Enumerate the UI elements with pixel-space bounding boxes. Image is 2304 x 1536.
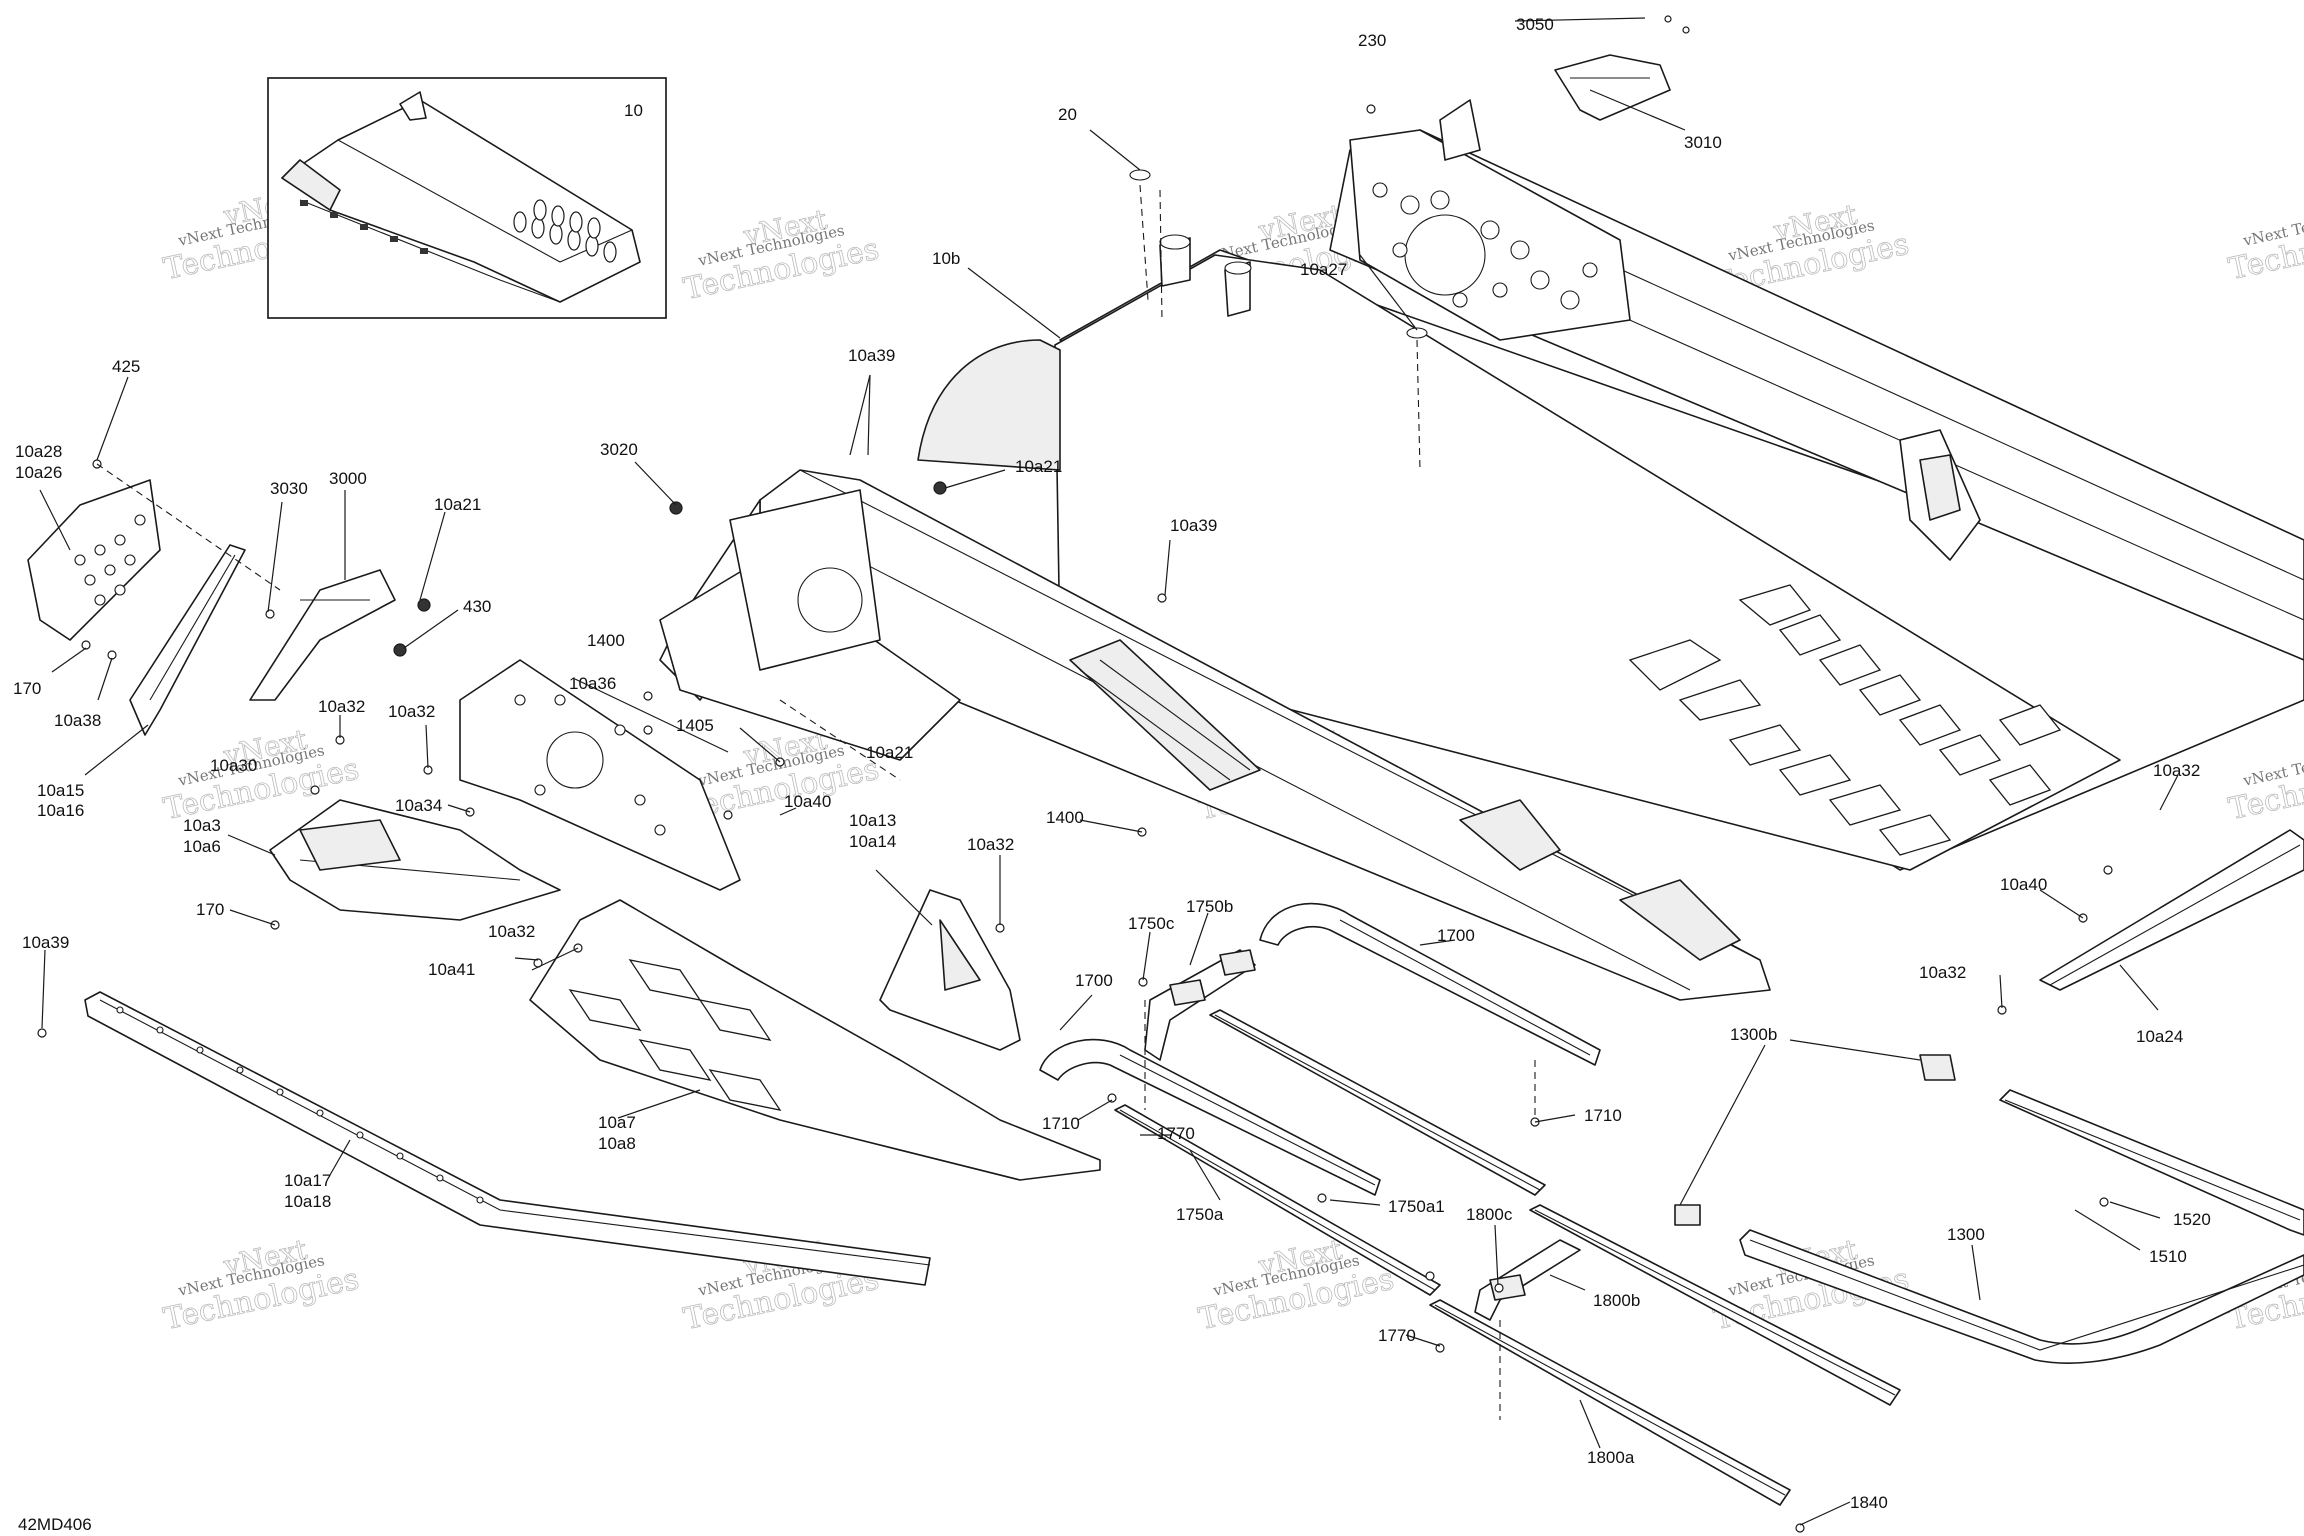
callout-170: 170 — [13, 679, 41, 698]
callout-10a32: 10a32 — [2153, 761, 2200, 780]
callout-10a8: 10a8 — [598, 1134, 636, 1153]
callout-1710: 1710 — [1042, 1114, 1080, 1133]
callout-10a41: 10a41 — [428, 960, 475, 979]
callout-1800b: 1800b — [1593, 1291, 1640, 1310]
callout-10a15: 10a15 — [37, 781, 84, 800]
watermark: vNext Technologies Technologies — [2225, 201, 2304, 287]
callout-10a14: 10a14 — [849, 832, 896, 851]
bracket-3010 — [1554, 54, 1671, 121]
callout-10a32: 10a32 — [318, 697, 365, 716]
callout-10a39: 10a39 — [1170, 516, 1217, 535]
callout-10a36: 10a36 — [569, 674, 616, 693]
callout-1400: 1400 — [587, 631, 625, 650]
watermark: vNext Technologies Technologies vNext — [1195, 1232, 1397, 1337]
small-parts — [1129, 54, 1671, 339]
callout-labels: 230 3050 3010 20 10b 10a27 10a39 3020 10… — [13, 15, 2211, 1512]
callout-1700: 1700 — [1075, 971, 1113, 990]
callout-10a24: 10a24 — [2136, 1027, 2183, 1046]
callout-1770: 1770 — [1378, 1326, 1416, 1345]
bracket-10a28 — [27, 479, 161, 641]
watermark: vNext Technologies Technologies vNext — [160, 1232, 362, 1337]
leader-lines — [39, 17, 2179, 1526]
callout-430: 430 — [463, 597, 491, 616]
callout-10a18: 10a18 — [284, 1192, 331, 1211]
callout-10a34: 10a34 — [395, 796, 442, 815]
callout-10a38: 10a38 — [54, 711, 101, 730]
callout-10b: 10b — [932, 249, 960, 268]
callout-10a13: 10a13 — [849, 811, 896, 830]
callout-1770: 1770 — [1157, 1124, 1195, 1143]
callout-10a27: 10a27 — [1300, 260, 1347, 279]
callout-1750b: 1750b — [1186, 897, 1233, 916]
callout-1300: 1300 — [1947, 1225, 1985, 1244]
main-tunnel-assembly — [659, 99, 2304, 1001]
callout-10a32: 10a32 — [488, 922, 535, 941]
callout-10a39: 10a39 — [848, 346, 895, 365]
callout-10a32: 10a32 — [967, 835, 1014, 854]
callout-425: 425 — [112, 357, 140, 376]
callout-10a39: 10a39 — [22, 933, 69, 952]
callout-10a16: 10a16 — [37, 801, 84, 820]
callout-3030: 3030 — [270, 479, 308, 498]
plate-10a36 — [459, 659, 741, 891]
callout-1750a1: 1750a1 — [1388, 1197, 1445, 1216]
watermark: vNext Technologies Technologies — [2225, 741, 2304, 827]
callout-10a30: 10a30 — [210, 756, 257, 775]
callout-10a21: 10a21 — [1015, 457, 1062, 476]
callout-10a28: 10a28 — [15, 442, 62, 461]
rail-10a17 — [84, 991, 931, 1286]
callout-10a40: 10a40 — [784, 792, 831, 811]
diagram-id-label: 42MD406 — [18, 1515, 92, 1534]
callout-1710: 1710 — [1584, 1106, 1622, 1125]
callout-10a21: 10a21 — [866, 743, 913, 762]
callout-10a17: 10a17 — [284, 1171, 331, 1190]
callout-1750a: 1750a — [1176, 1205, 1224, 1224]
callout-1300b: 1300b — [1730, 1025, 1777, 1044]
callout-10a32: 10a32 — [1919, 963, 1966, 982]
inset-label: 10 — [624, 101, 643, 120]
callout-1405: 1405 — [676, 716, 714, 735]
watermark: vNext Technologies Technologies vNext — [680, 202, 882, 307]
callout-1700: 1700 — [1437, 926, 1475, 945]
callout-10a21: 10a21 — [434, 495, 481, 514]
fasteners — [37, 15, 2113, 1533]
tray-10a3 — [269, 799, 561, 921]
callout-3020: 3020 — [600, 440, 638, 459]
callout-10a32: 10a32 — [388, 702, 435, 721]
left-brackets — [27, 479, 1101, 1181]
callout-1800c: 1800c — [1466, 1205, 1513, 1224]
callout-230: 230 — [1358, 31, 1386, 50]
callout-10a6: 10a6 — [183, 837, 221, 856]
callout-10a26: 10a26 — [15, 463, 62, 482]
callout-1520: 1520 — [2173, 1210, 2211, 1229]
callout-3010: 3010 — [1684, 133, 1722, 152]
callout-3050: 3050 — [1516, 15, 1554, 34]
callout-10a40: 10a40 — [2000, 875, 2047, 894]
inset-assembly-view: 10 — [267, 77, 667, 319]
callout-3000: 3000 — [329, 469, 367, 488]
bracket-3000 — [249, 569, 396, 701]
callout-1800a: 1800a — [1587, 1448, 1635, 1467]
callout-20: 20 — [1058, 105, 1077, 124]
slide-rails — [1039, 829, 2304, 1506]
callout-10a3: 10a3 — [183, 816, 221, 835]
deck-slots — [1628, 584, 2062, 856]
callout-170: 170 — [196, 900, 224, 919]
bar-10a15 — [129, 544, 246, 736]
callout-1510: 1510 — [2149, 1247, 2187, 1266]
callout-10a7: 10a7 — [598, 1113, 636, 1132]
callout-1840: 1840 — [1850, 1493, 1888, 1512]
callout-1400: 1400 — [1046, 808, 1084, 827]
callout-1750c: 1750c — [1128, 914, 1175, 933]
